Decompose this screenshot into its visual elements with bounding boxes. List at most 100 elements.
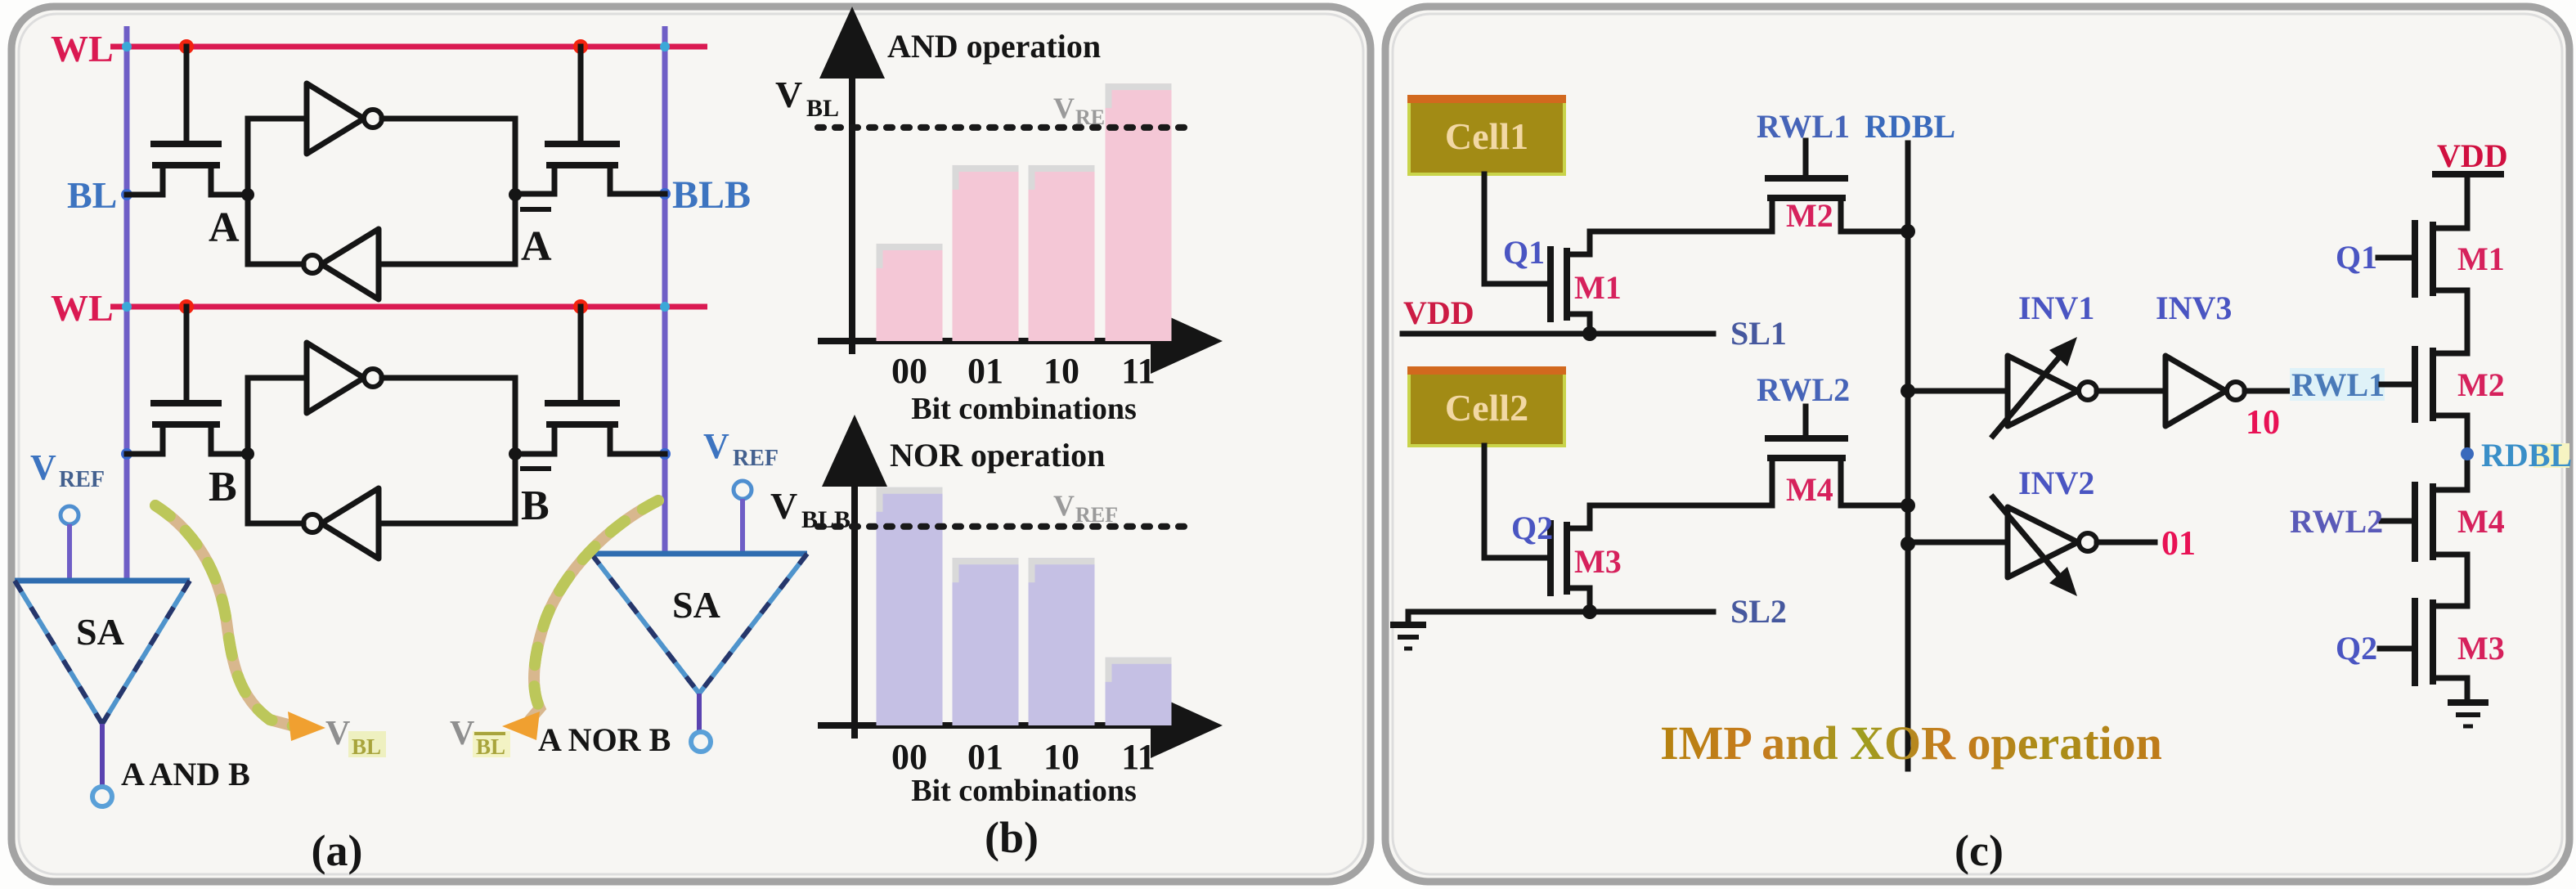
- stack-rdbl-label: RDBL: [2481, 437, 2572, 474]
- vref-sub: REF: [59, 467, 105, 492]
- node-a-label: A: [209, 204, 240, 251]
- inverter-icon: [303, 339, 367, 416]
- rdbl-label: RDBL: [1865, 108, 1955, 145]
- wl-label-2: WL: [51, 287, 114, 329]
- node-abar-dot: [509, 188, 522, 201]
- tick-label: 01: [967, 351, 1003, 391]
- x-axis-label: Bit combinations: [911, 392, 1137, 426]
- access-transistor-row1-right: [512, 43, 668, 197]
- bitline-cross-ticks: [122, 42, 670, 312]
- node-bbar-label: B: [520, 466, 551, 529]
- svg-text:BL: BL: [476, 734, 505, 759]
- stack: VDD: [2375, 137, 2569, 729]
- inv3: [2162, 352, 2291, 429]
- inv3-label: INV3: [2156, 290, 2232, 326]
- vref-label: V: [703, 426, 729, 466]
- nor-output-label: A NOR B: [538, 721, 671, 758]
- panel-a-label: (a): [312, 826, 363, 875]
- sl2-label: SL2: [1730, 593, 1787, 630]
- svg-text:V: V: [450, 715, 474, 752]
- node-a-dot: [241, 188, 254, 201]
- tick-label: 11: [1121, 351, 1156, 391]
- cell1-label: Cell1: [1445, 115, 1528, 157]
- ref-label: V: [1053, 489, 1075, 522]
- out01-label: 01: [2161, 525, 2196, 563]
- bar: [1105, 83, 1172, 342]
- stack-m4-label: M4: [2457, 503, 2505, 540]
- sa-output-terminal: [90, 784, 114, 809]
- stack-q1-label: Q1: [2336, 239, 2377, 276]
- m3-label: M3: [1574, 543, 1622, 580]
- inverter-icon: [303, 80, 367, 157]
- cell2-box: Cell2: [1407, 366, 1566, 447]
- tick-label: 10: [1043, 737, 1079, 777]
- access-transistor-row2-right: [512, 303, 668, 457]
- transistor-m3: [1481, 442, 1775, 615]
- panel-a: WL WL BL BLB: [12, 26, 810, 875]
- vref-terminal-left: V REF: [30, 447, 105, 579]
- cell2-label: Cell2: [1445, 387, 1528, 429]
- bar: [1105, 657, 1172, 725]
- m1-label: M1: [1574, 269, 1622, 306]
- tick-label: 00: [891, 737, 927, 777]
- rdbl-highlight: [2533, 443, 2569, 468]
- y-axis-label: V: [775, 74, 802, 115]
- inv1-label: INV1: [2018, 290, 2094, 326]
- sense-amp-right: SA: [589, 550, 810, 754]
- transistor-m1: [1481, 171, 1775, 337]
- transistor-m4: [1765, 403, 1911, 509]
- panel-c-title: IMP and XOR operation: [1660, 716, 2162, 770]
- stack-m1-label: M1: [2457, 240, 2505, 277]
- bar: [952, 558, 1019, 725]
- inv2-label: INV2: [2018, 465, 2094, 501]
- chart-nor: NOR operation V BLB V REF Bit combinatio…: [770, 415, 1223, 808]
- panel-b-label: (b): [985, 813, 1039, 862]
- tick-label: 10: [1043, 351, 1079, 391]
- wl-label-1: WL: [51, 28, 114, 70]
- transistor-m2: [1765, 137, 1911, 235]
- y-axis-label-sub: BL: [806, 95, 839, 122]
- vref-sub: REF: [733, 446, 779, 471]
- node-b-label: B: [209, 464, 237, 510]
- ref-label: V: [1053, 92, 1075, 124]
- rwl1-mid-label: RWL1: [2291, 366, 2385, 403]
- q1-label: Q1: [1503, 234, 1545, 271]
- curvy-arrow-left: [150, 500, 325, 741]
- y-axis-label-sub: BLB: [801, 506, 850, 533]
- rwl2-label: RWL2: [1757, 371, 1850, 408]
- stack-m3-label: M3: [2457, 630, 2505, 667]
- vref-label: V: [30, 447, 56, 487]
- out10-label: 10: [2246, 404, 2280, 442]
- bl-label: BL: [67, 174, 117, 216]
- stack-rdbl-dot: [2461, 447, 2474, 460]
- latch-row1: [241, 80, 522, 303]
- stack-rwl2-label: RWL2: [2290, 503, 2383, 540]
- sense-amp-left: SA: [12, 577, 192, 809]
- m4-label: M4: [1786, 471, 1833, 508]
- sl2-junction-dot: [1582, 604, 1597, 619]
- rwl1-mid-highlight: [2290, 368, 2385, 401]
- inverter-icon: [318, 485, 382, 562]
- q2-label: Q2: [1511, 510, 1553, 546]
- stack-q2-label: Q2: [2336, 630, 2377, 667]
- m2-label: M2: [1786, 197, 1833, 234]
- bar: [1028, 164, 1095, 341]
- arrow-head-icon: [2049, 337, 2077, 366]
- blb-label: BLB: [672, 173, 751, 217]
- inv1: [1905, 337, 2099, 440]
- ground-icon: [1390, 612, 1426, 651]
- svg-text:B: B: [521, 483, 550, 529]
- node-abar-label: A: [520, 207, 552, 270]
- latch-row2: [241, 339, 522, 562]
- panel-c-label: (c): [1954, 826, 2004, 875]
- vbl-label: V BL: [325, 715, 386, 759]
- inv2: [1905, 493, 2099, 596]
- sa-label: SA: [76, 611, 124, 653]
- chart-title: AND operation: [887, 28, 1101, 65]
- bar: [952, 164, 1019, 341]
- tick-label: 11: [1121, 737, 1156, 777]
- node-bbar-dot: [509, 447, 522, 460]
- ground-icon: [2448, 699, 2488, 729]
